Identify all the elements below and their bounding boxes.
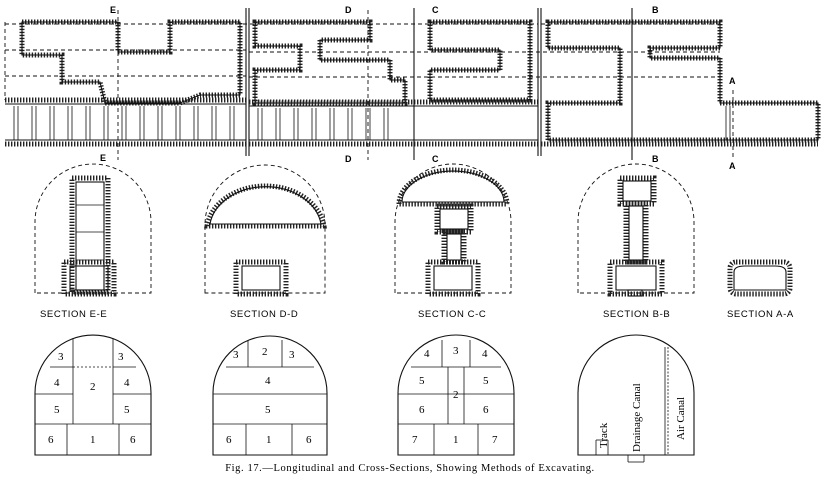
scheme-e-outline [34,334,152,456]
cross-sections [34,163,793,297]
marker-top-a: A [729,76,736,86]
part-label: 5 [124,404,130,416]
part-label: 3 [118,351,124,363]
part-label: 2 [90,381,96,393]
section-label-a: SECTION A-A [727,309,794,320]
part-label: 3 [453,345,459,357]
part-label: 3 [289,349,295,361]
part-label: 4 [424,348,430,360]
heading-edge-d [254,21,406,104]
air-canal-label: Air Canal [675,397,687,440]
marker-bottom-d: D [345,154,352,164]
cut-lines [117,8,734,160]
part-label: 4 [265,375,271,387]
section-label-d: SECTION D-D [230,309,298,320]
section-b-outline [577,163,695,294]
heading-profile-d [252,19,408,106]
marker-top-e: E [110,5,116,15]
part-label: 6 [226,434,232,446]
drainage-canal-label: Drainage Canal [631,383,643,452]
marker-top-b: B [652,5,659,15]
part-label: 7 [412,434,418,446]
marker-bottom-b: B [652,154,659,164]
part-label: 3 [58,351,64,363]
heading-profile-b [545,19,821,143]
heading-edge-b [547,21,819,141]
part-label: 6 [130,434,136,446]
marker-bottom-a: A [729,161,736,171]
part-label: 4 [54,377,60,389]
marker-top-d: D [345,5,352,15]
part-label: 6 [483,404,489,416]
part-label: 1 [266,434,272,446]
part-label: 6 [306,434,312,446]
marker-top-c: C [432,5,439,15]
track-label: Track [598,422,610,448]
heading-edge-e [21,21,241,104]
section-label-e: SECTION E-E [40,309,107,320]
heading-edge-c [429,21,531,101]
section-labels: SECTION E-E SECTION D-D SECTION C-C SECT… [40,309,794,320]
section-e-outline [34,163,152,294]
scheme-b-outline [577,334,695,456]
part-label: 5 [54,404,60,416]
heading-profile-e [19,19,243,106]
timbering-posts [13,106,731,140]
part-label: 4 [124,377,130,389]
part-label: 5 [483,375,489,387]
tunnel-outline-dashes [4,22,720,100]
section-label-c: SECTION C-C [418,309,486,320]
section-c-outline [394,163,512,294]
cut-marker-labels: E D C B E D C B A A [100,5,736,171]
part-label: 5 [265,404,271,416]
longitudinal-sections [4,8,821,160]
marker-bottom-c: C [432,154,439,164]
figure-caption: Fig. 17.—Longitudinal and Cross-Sections… [225,463,595,474]
part-label: 6 [419,404,425,416]
part-label: 1 [453,434,459,446]
marker-bottom-e: E [100,153,106,163]
part-label: 7 [492,434,498,446]
part-label: 1 [90,434,96,446]
part-label: 4 [482,348,488,360]
part-label: 3 [233,349,239,361]
part-label: 6 [48,434,54,446]
section-label-b: SECTION B-B [603,309,670,320]
excavation-schemes: 3 3 4 2 4 5 5 6 1 6 3 2 3 4 5 6 1 6 [34,334,695,463]
section-a-outline [733,265,787,291]
part-label: 2 [262,346,268,358]
scheme-d-outline [212,335,328,456]
part-label: 2 [453,389,459,401]
section-d-outline [204,164,326,294]
scheme-c-outline [397,334,515,456]
heading-profile-c [427,19,533,103]
part-label: 5 [419,375,425,387]
